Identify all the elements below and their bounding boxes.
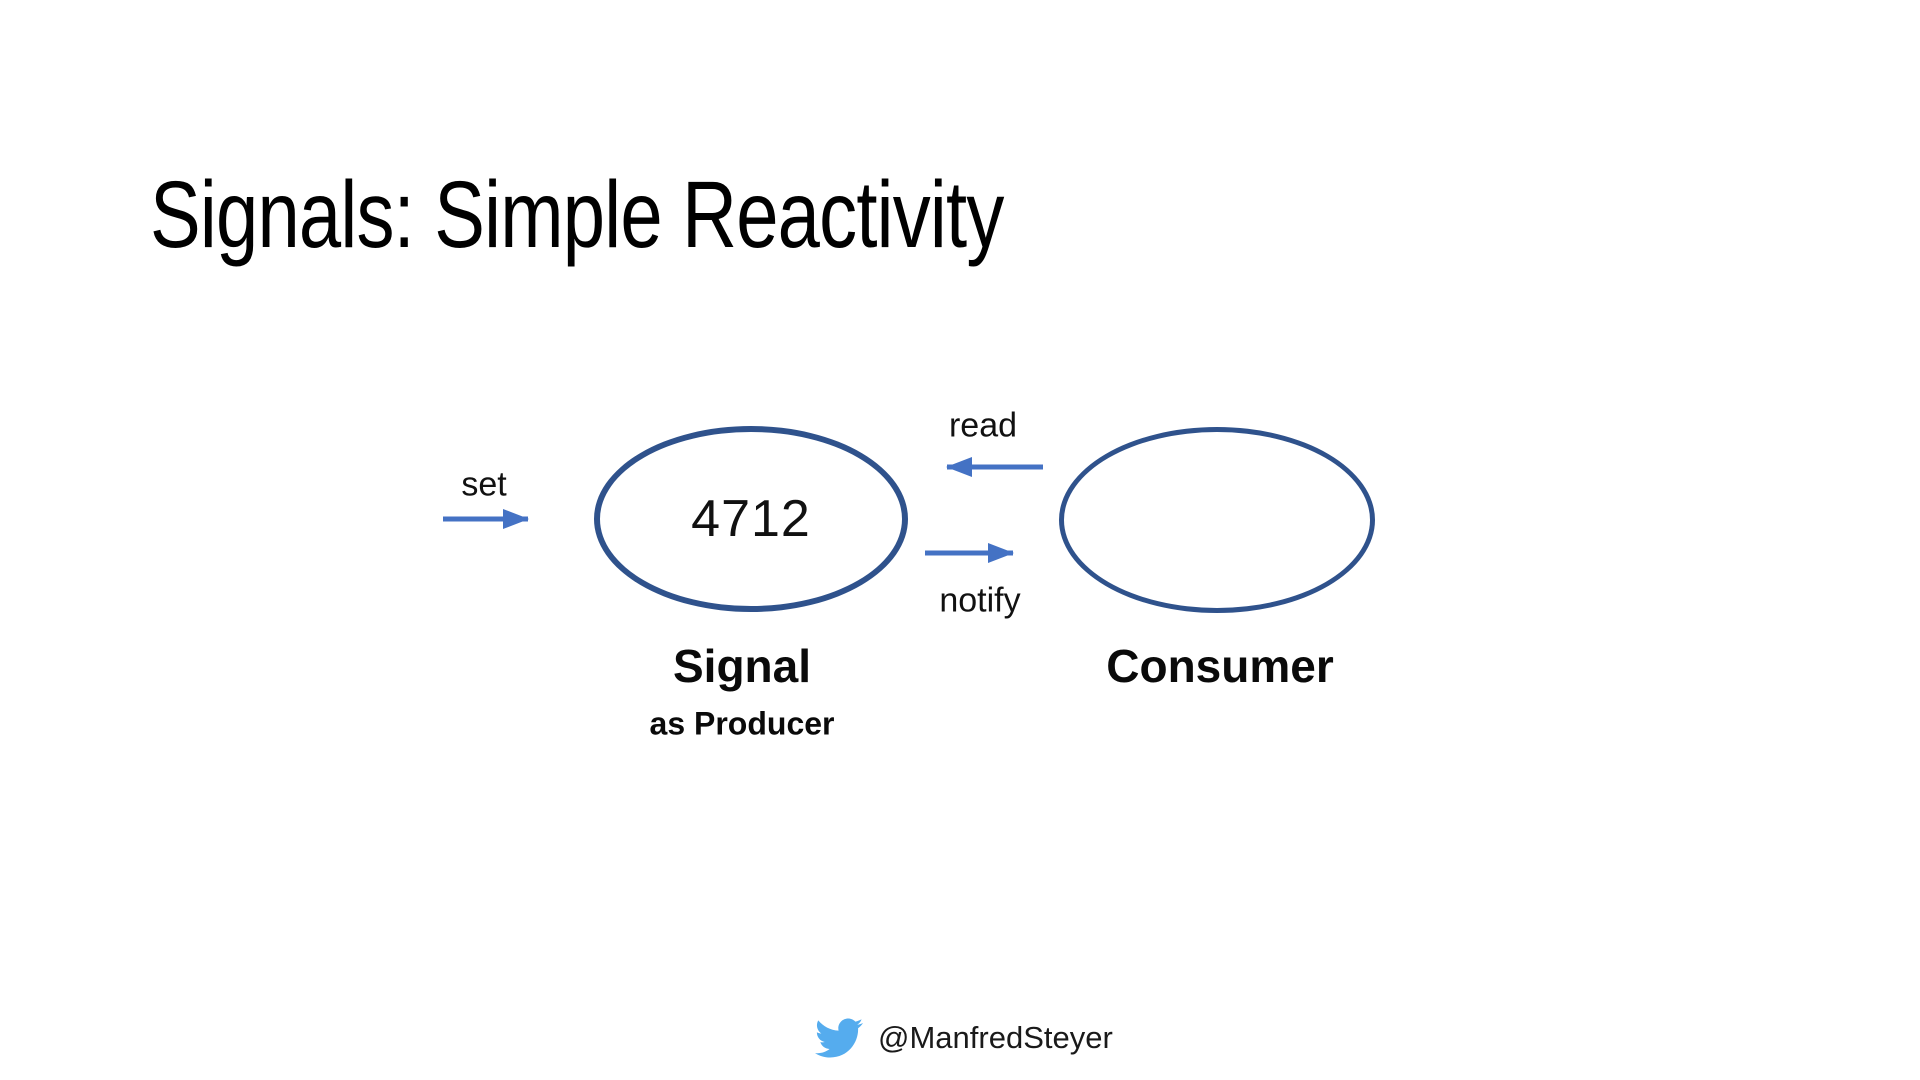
notify-arrow-label: notify bbox=[939, 581, 1021, 620]
signal-node-sublabel: as Producer bbox=[649, 705, 835, 742]
twitter-bird-icon bbox=[815, 1018, 864, 1058]
signal-value: 4712 bbox=[691, 490, 811, 548]
signal-node-label: Signal bbox=[672, 640, 812, 692]
set-arrow-label: set bbox=[461, 465, 507, 504]
footer: @ManfredSteyer bbox=[810, 1014, 1113, 1062]
consumer-ellipse bbox=[1059, 427, 1375, 613]
read-arrow-label: read bbox=[948, 406, 1018, 445]
signal-ellipse: 4712 bbox=[594, 426, 908, 612]
footer-twitter-handle: @ManfredSteyer bbox=[878, 1020, 1113, 1055]
slide-title: Signals: Simple Reactivity bbox=[150, 161, 1004, 268]
consumer-node-label: Consumer bbox=[1106, 640, 1334, 692]
